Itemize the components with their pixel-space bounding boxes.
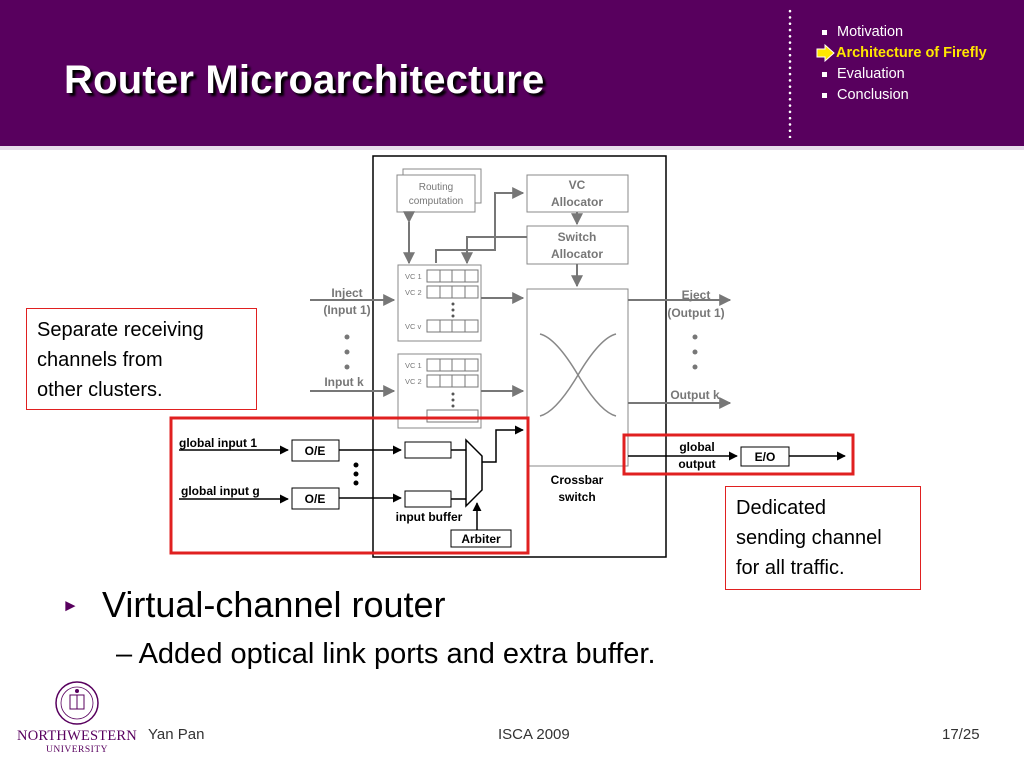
ellipsis-dots [344,334,350,370]
callout-line: sending channel [736,527,882,549]
nav-item-conclusion[interactable]: Conclusion [822,87,1022,108]
global-input-1-label: global input 1 [179,436,257,450]
highlight-global-output [622,433,855,476]
switch-allocator-label: Switch [558,230,597,244]
switch-grant-arrow [461,236,527,265]
nav-item-evaluation[interactable]: Evaluation [822,66,1022,87]
crossbar-label: switch [558,490,595,504]
vc-allocator-label: Allocator [551,195,603,209]
oe-label: O/E [305,492,326,506]
bullet-text: Virtual-channel router [102,584,446,625]
callout-line: other clusters. [37,379,163,401]
header-divider [0,146,1024,150]
nav-item-motivation[interactable]: Motivation [822,24,1022,45]
logo-wordmark: NORTHWESTERN [17,728,137,744]
buffer-slot-dividers [439,270,466,332]
square-bullet-icon [822,72,827,77]
routing-label: Routing [419,182,453,193]
crossbar-box [526,288,629,467]
input-buffer-g [404,490,452,508]
inject-label: (Input 1) [323,303,370,317]
input-buffer-1 [404,441,452,459]
footer-venue: ISCA 2009 [498,726,570,743]
slide-title: Router Microarchitecture [64,58,545,102]
footer-page-number: 17/25 [942,726,980,743]
ellipsis-dots [451,392,455,408]
triangle-bullet-icon: ► [62,596,79,615]
global-output-label: global [679,440,714,454]
highlight-global-inputs [169,416,530,555]
seal-icon [55,681,99,725]
ellipsis-dots [692,334,698,370]
vc-label: VC 1 [405,272,422,281]
nav-item-label: Motivation [837,24,904,40]
callout-line: Separate receiving [37,319,204,341]
nav-item-label: Conclusion [837,87,909,103]
nav-item-label: Architecture of Firefly [836,45,987,61]
current-section-arrow-icon [816,43,835,63]
arbiter-box [450,529,512,548]
callout-line: Dedicated [736,497,827,519]
footer-author: Yan Pan [148,726,205,743]
global-output-label: output [678,457,715,471]
vc-allocator-box [526,174,629,213]
logo-subtitle: UNIVERSITY [46,745,108,755]
northwestern-logo: NORTHWESTERN UNIVERSITY [14,680,140,760]
vc-label: VC 1 [405,361,422,370]
vc-label: VC v [405,322,422,331]
buffer-slot-dividers [439,359,466,387]
vc-request-arrow [435,187,525,263]
nav-item-architecture[interactable]: Architecture of Firefly [816,43,1022,66]
input-buffer-label: input buffer [396,510,463,524]
crossbar-label: Crossbar [551,473,604,487]
arbiter-label: Arbiter [461,532,501,546]
nav-item-label: Evaluation [837,66,905,82]
crossbar-cross [539,333,617,417]
router-box [372,155,667,558]
input-k-label: Input k [324,375,364,389]
oe-label: O/E [305,444,326,458]
ellipsis-dots [451,302,455,318]
bullet-sub: – Added optical link ports and extra buf… [116,638,656,670]
global-input-g-label: global input g [181,484,260,498]
slide-header [0,0,1024,146]
vc-label: VC 2 [405,377,422,386]
ellipsis-dots [353,462,359,486]
section-nav: Motivation Architecture of Firefly Evalu… [816,24,1022,108]
vc-allocator-label: VC [569,178,586,192]
callout-sending-channel: Dedicated sending channel for all traffi… [725,486,921,590]
output-k-label: Output k [670,388,720,402]
multiplexer [465,438,483,508]
callout-receiving-channels: Separate receiving channels from other c… [26,308,257,410]
square-bullet-icon [822,93,827,98]
mux-to-crossbar [482,425,524,463]
dotted-separator [786,8,794,138]
eject-label: Eject [682,288,711,302]
routing-computation-box [396,174,476,213]
vc-label: VC 2 [405,288,422,297]
callout-line: channels from [37,349,163,371]
routing-label: computation [409,196,463,207]
eo-label: E/O [755,450,776,464]
callout-line: for all traffic. [736,557,845,579]
square-bullet-icon [822,30,827,35]
inject-label: Inject [331,286,362,300]
eject-label: (Output 1) [667,306,724,320]
switch-allocator-label: Allocator [551,247,603,261]
